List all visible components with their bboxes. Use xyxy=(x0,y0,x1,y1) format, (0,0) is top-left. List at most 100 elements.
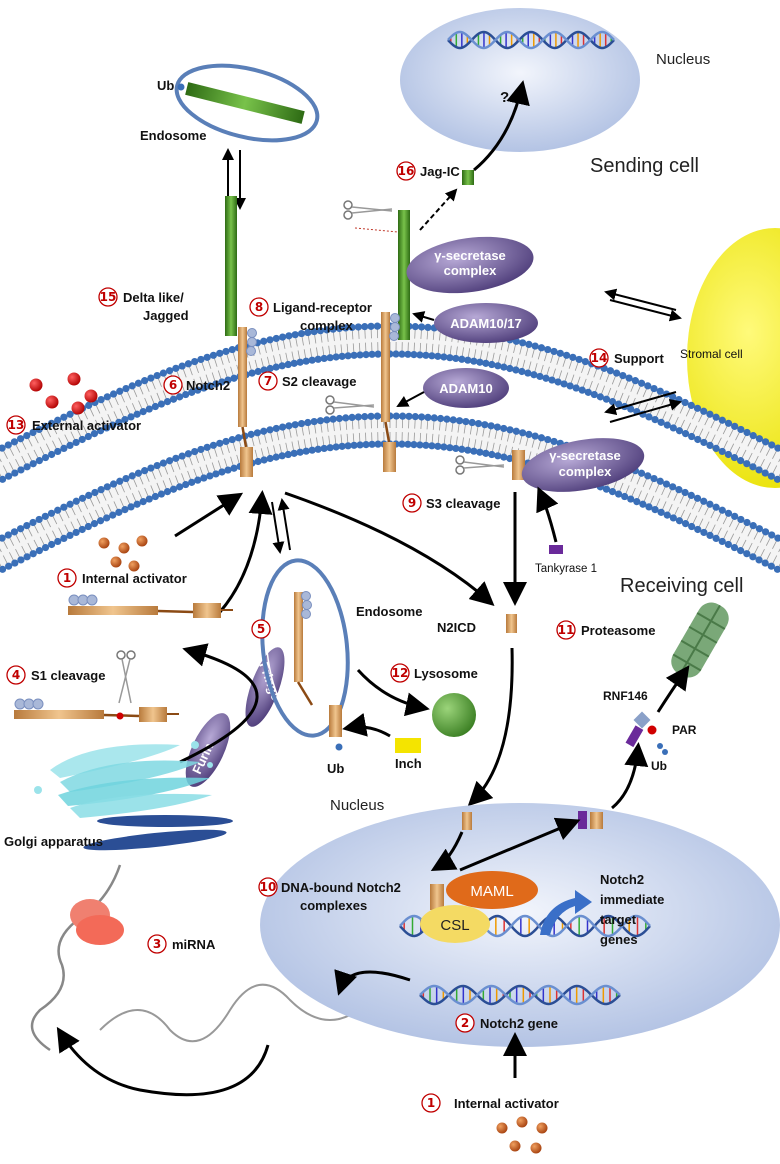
csl-label: CSL xyxy=(440,917,469,934)
rnf146-label: RNF146 xyxy=(603,689,648,703)
svg-text:16: 16 xyxy=(398,164,415,178)
top-endosome xyxy=(174,63,320,143)
dna-bottom-icon xyxy=(419,984,621,1006)
n2icd-entering xyxy=(462,812,472,830)
svg-text:S3 cleavage: S3 cleavage xyxy=(426,496,500,511)
rnf146-par-complex xyxy=(625,711,668,755)
svg-text:complexes: complexes xyxy=(300,898,367,913)
tankyrase-label: Tankyrase 1 xyxy=(535,563,597,575)
svg-text:Support: Support xyxy=(614,351,664,366)
er-membrane-2 xyxy=(83,829,227,851)
ligand-bound xyxy=(398,210,410,340)
step-14: 14 Support xyxy=(589,348,664,368)
svg-text:Jag-IC: Jag-IC xyxy=(420,164,460,179)
tankyrase-icon xyxy=(549,545,563,554)
endosome-top-label: Endosome xyxy=(140,128,206,143)
svg-text:8: 8 xyxy=(255,300,263,314)
svg-text:13: 13 xyxy=(8,418,25,432)
adam1017 xyxy=(434,303,538,343)
notch2-precursor-s1 xyxy=(14,698,179,722)
n2icd-exporting xyxy=(578,811,603,829)
gamma-secretase-top xyxy=(406,236,534,294)
adam10-label: ADAM10 xyxy=(439,381,492,396)
csl xyxy=(420,905,490,943)
adam10 xyxy=(423,368,509,408)
mrna-strand xyxy=(30,864,122,1052)
transcription-arrow xyxy=(540,890,592,935)
inch-label: Inch xyxy=(395,756,422,771)
gamma-top-line1: γ-secretase xyxy=(434,248,506,263)
golgi-label: Golgi apparatus xyxy=(4,834,103,849)
par-label: PAR xyxy=(672,723,697,737)
svg-text:Delta like/: Delta like/ xyxy=(123,290,184,305)
step-4: 4 S1 cleavage xyxy=(6,665,105,685)
mid-endosome xyxy=(260,558,350,738)
svg-text:Notch2: Notch2 xyxy=(186,378,230,393)
scissors-icon xyxy=(343,200,393,220)
target-line3: target xyxy=(600,912,637,927)
step-2: 2 Notch2 gene xyxy=(455,1013,558,1033)
svg-text:15: 15 xyxy=(100,290,117,304)
svg-text:10: 10 xyxy=(260,880,277,894)
svg-text:Proteasome: Proteasome xyxy=(581,623,655,638)
ub-top-icon xyxy=(177,83,185,91)
step-13: 13 External activator xyxy=(6,415,141,435)
top-dna-icon xyxy=(447,30,615,50)
step-10: 10 DNA-bound Notch2 complexes xyxy=(258,877,401,913)
step-11: 11 Proteasome xyxy=(556,620,655,640)
svg-text:12: 12 xyxy=(392,666,409,680)
step-16: 16 Jag-IC xyxy=(396,161,460,181)
step-12: 12 Lysosome xyxy=(390,663,478,683)
stromal-cell-label: Stromal cell xyxy=(680,347,743,361)
svg-text:S2 cleavage: S2 cleavage xyxy=(282,374,356,389)
svg-text:External activator: External activator xyxy=(32,418,141,433)
adam1017-label: ADAM10/17 xyxy=(450,316,522,331)
furin xyxy=(185,713,231,787)
ub-top-label: Ub xyxy=(157,78,174,93)
maml-label: MAML xyxy=(470,883,513,900)
endocytosed-ligand xyxy=(185,82,305,124)
gamma-secretase-bottom xyxy=(521,438,645,492)
svg-text:5: 5 xyxy=(257,622,265,636)
gamma-bottom-line2: complex xyxy=(559,464,613,479)
svg-text:Ligand-receptor: Ligand-receptor xyxy=(273,300,372,315)
svg-text:2: 2 xyxy=(461,1016,469,1030)
receiving-cell-label: Receiving cell xyxy=(620,575,743,597)
notch2-receptor-bound xyxy=(381,312,400,472)
svg-text:DNA-bound Notch2: DNA-bound Notch2 xyxy=(281,880,401,895)
svg-text:Notch2 gene: Notch2 gene xyxy=(480,1016,558,1031)
gamma-top-line2: complex xyxy=(444,263,498,278)
svg-text:Lysosome: Lysosome xyxy=(414,666,478,681)
svg-text:1: 1 xyxy=(427,1096,435,1110)
target-line1: Notch2 xyxy=(600,872,644,887)
svg-text:11: 11 xyxy=(558,623,575,637)
internal-activator-dots-top xyxy=(98,535,148,572)
svg-text:1: 1 xyxy=(63,571,71,585)
svg-text:miRNA: miRNA xyxy=(172,937,216,952)
internal-activator-dots-bottom xyxy=(496,1116,548,1154)
proteasome-icon xyxy=(671,602,729,678)
svg-text:4: 4 xyxy=(12,668,20,682)
ligand-delta-jagged xyxy=(225,196,237,336)
scissors-s2-icon xyxy=(325,395,375,415)
n2icd-label: N2ICD xyxy=(437,620,476,635)
ribosome-icon xyxy=(70,899,124,945)
svg-text:14: 14 xyxy=(591,351,608,365)
svg-text:6: 6 xyxy=(169,378,177,392)
n2icd xyxy=(506,614,517,633)
question-mark: ? xyxy=(500,89,509,106)
notch2-receptor-free xyxy=(238,327,257,477)
mirna-strand xyxy=(99,983,371,1043)
maml xyxy=(446,871,538,909)
ub-right-label: Ub xyxy=(651,759,667,773)
lysosome xyxy=(432,693,476,737)
jag-ic xyxy=(462,170,474,185)
target-line2: immediate xyxy=(600,892,664,907)
svg-text:S1 cleavage: S1 cleavage xyxy=(31,668,105,683)
bottom-nucleus xyxy=(260,803,780,1047)
gamma-bottom-line1: γ-secretase xyxy=(549,448,621,463)
n2icd-complex xyxy=(430,884,444,910)
